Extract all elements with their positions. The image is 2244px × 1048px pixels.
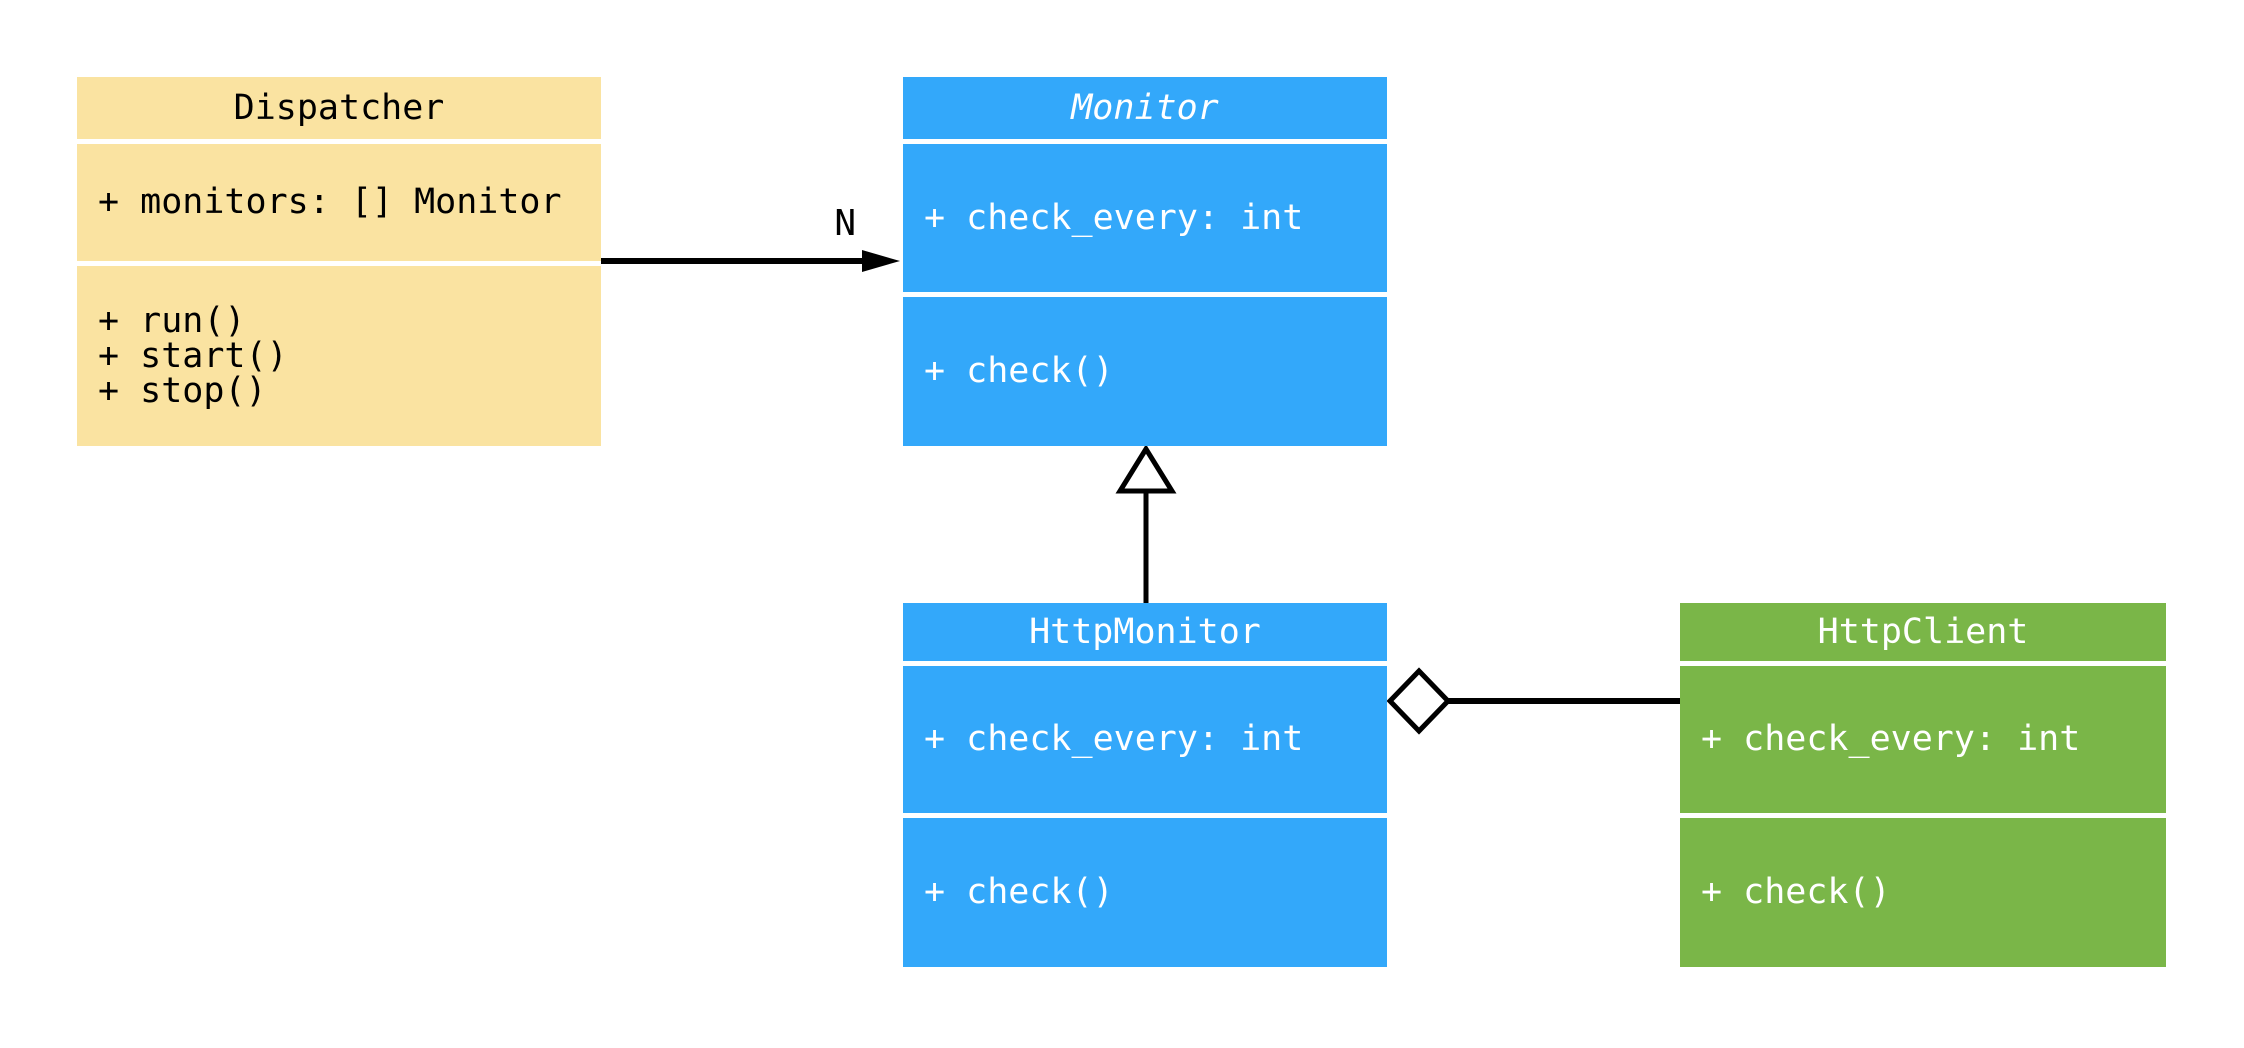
class-title-bar: HttpClient [1680, 603, 2166, 661]
class-box-monitor: Monitor + check_every: int + check() [903, 77, 1387, 446]
method-line: + run() [98, 300, 246, 341]
class-name: Dispatcher [233, 88, 445, 128]
class-name: Monitor [1071, 88, 1219, 128]
class-methods-section: + run() + start() + stop() [77, 266, 601, 446]
class-attributes-section: + monitors: [] Monitor [77, 144, 601, 261]
class-methods-section: + check() [1680, 818, 2166, 967]
attribute-line: + check_every: int [924, 719, 1304, 759]
class-box-httpclient: HttpClient + check_every: int + check() [1680, 603, 2166, 967]
class-title-bar: Monitor [903, 77, 1387, 139]
method-line: + check() [924, 351, 1114, 391]
class-title-bar: HttpMonitor [903, 603, 1387, 661]
class-attributes-section: + check_every: int [903, 144, 1387, 292]
class-box-dispatcher: Dispatcher + monitors: [] Monitor + run(… [77, 77, 601, 446]
method-line: + stop() [98, 370, 267, 411]
class-attributes-section: + check_every: int [903, 666, 1387, 813]
attribute-line: + check_every: int [924, 197, 1304, 238]
multiplicity-label: N [834, 203, 856, 244]
inheritance-triangle-icon [1115, 444, 1177, 494]
association-arrowhead-icon [862, 250, 900, 272]
aggregation-diamond-icon [1386, 667, 1452, 735]
attribute-line: + monitors: [] Monitor [98, 182, 562, 222]
method-line: + check() [924, 872, 1114, 912]
method-line: + start() [98, 335, 288, 376]
method-line: + check() [1701, 872, 1891, 912]
attribute-line: + check_every: int [1701, 719, 2081, 759]
class-box-httpmonitor: HttpMonitor + check_every: int + check() [903, 603, 1387, 967]
class-methods-section: + check() [903, 297, 1387, 446]
class-methods-section: + check() [903, 818, 1387, 967]
class-name: HttpMonitor [1029, 612, 1261, 652]
class-name: HttpClient [1817, 612, 2029, 652]
class-attributes-section: + check_every: int [1680, 666, 2166, 813]
class-title-bar: Dispatcher [77, 77, 601, 139]
